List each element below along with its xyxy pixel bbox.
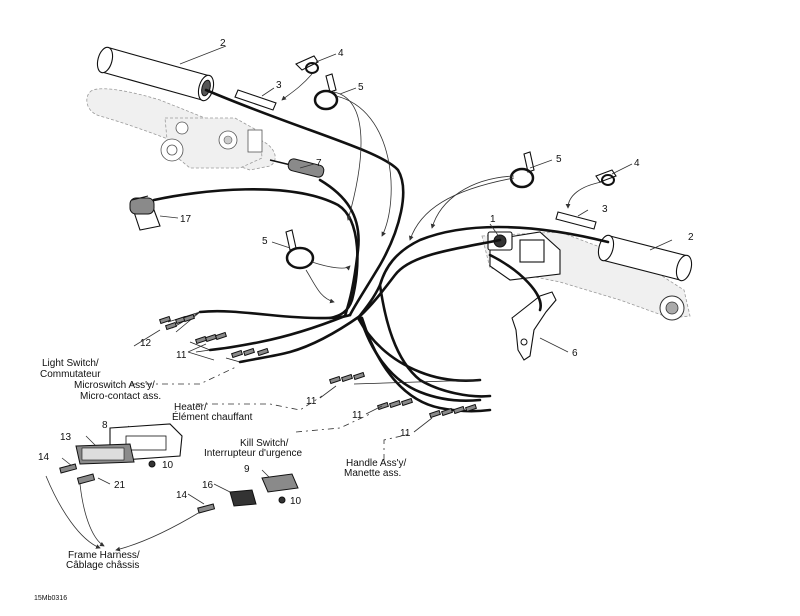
left-wire-clamp	[313, 73, 339, 111]
label-frame-harness-fr: Câblage châssis	[66, 560, 139, 571]
right-cable-tie	[595, 169, 617, 186]
label-heater-fr: Élément chauffant	[172, 410, 253, 423]
callout-11-a: 11	[176, 350, 187, 361]
reference-lines	[130, 365, 411, 460]
callout-5-right: 5	[556, 154, 562, 165]
label-heater: Heater/	[174, 402, 207, 413]
label-kill-switch-fr: Interrupteur d'urgence	[204, 448, 303, 459]
callout-1: 1	[490, 214, 496, 225]
label-frame-harness: Frame Harness/	[68, 550, 140, 561]
throttle-handle	[511, 291, 557, 361]
callout-2-left: 2	[220, 38, 226, 49]
callout-13: 13	[60, 432, 72, 443]
callout-5-mid: 5	[262, 236, 268, 247]
left-grip-heater	[96, 46, 215, 102]
callout-3-left: 3	[276, 80, 282, 91]
callout-14-a: 14	[38, 452, 50, 463]
callout-8: 8	[102, 420, 108, 431]
label-handle: Handle Ass'y/	[346, 458, 406, 469]
callout-3-right: 3	[602, 204, 608, 215]
label-kill-switch: Kill Switch/	[240, 438, 289, 449]
label-handle-fr: Manette ass.	[344, 468, 401, 479]
right-handlebar-assembly	[481, 231, 691, 321]
callout-4-left: 4	[338, 48, 344, 59]
right-wire-clamp	[509, 151, 535, 189]
callout-leaders	[61, 45, 673, 505]
callout-21: 21	[114, 480, 126, 491]
left-shrink-tube	[234, 89, 277, 111]
callout-4-right: 4	[634, 158, 640, 169]
diagram-code: 15Mb0316	[34, 595, 67, 602]
callout-14-b: 14	[176, 490, 188, 501]
callout-9: 9	[244, 464, 250, 475]
heater-connector	[269, 158, 325, 178]
callout-7: 7	[316, 158, 322, 169]
callout-17: 17	[180, 214, 192, 225]
callout-5-left: 5	[358, 82, 364, 93]
callout-12: 12	[140, 338, 152, 349]
callout-numbers: 2 3 4 5 7 17 5 5 4 1 3 2 6 12 11 11 11 1…	[38, 38, 694, 507]
label-light-switch: Light Switch/	[42, 358, 99, 369]
callout-11-b: 11	[306, 396, 317, 407]
light-switch-part	[129, 195, 161, 231]
callout-6: 6	[572, 348, 578, 359]
label-light-switch-fr: Commutateur	[40, 369, 101, 380]
mid-wire-clamp	[285, 229, 315, 270]
left-handlebar-assembly	[86, 88, 276, 171]
main-harness	[152, 88, 610, 413]
callout-10-b: 10	[290, 496, 302, 507]
callout-10-a: 10	[162, 460, 174, 471]
label-microswitch-fr: Micro-contact ass.	[80, 391, 161, 402]
callout-11-c: 11	[352, 410, 363, 421]
connector-ends	[158, 311, 481, 419]
right-shrink-tube	[555, 211, 597, 230]
callout-2-right: 2	[688, 232, 694, 243]
component-labels: Light Switch/ Commutateur Microswitch As…	[34, 358, 406, 602]
callout-16: 16	[202, 480, 214, 491]
frame-harness-parts	[45, 423, 299, 552]
label-microswitch: Microswitch Ass'y/	[74, 380, 155, 391]
callout-11-d: 11	[400, 428, 411, 439]
left-cable-tie	[295, 55, 319, 74]
assembly-arrows	[281, 73, 603, 304]
